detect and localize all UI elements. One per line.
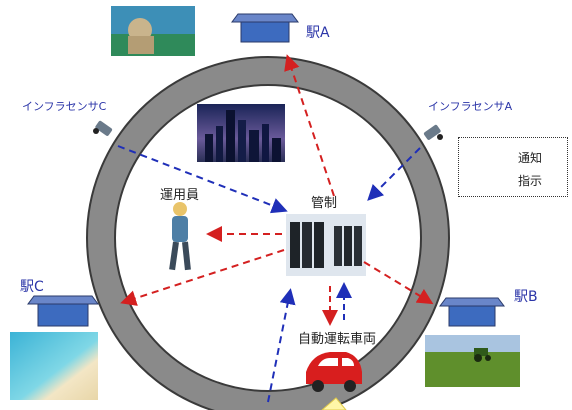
station-a-label: 駅A	[306, 25, 330, 41]
legend-notify-label: 通知	[518, 151, 543, 165]
legend-box	[458, 137, 568, 197]
sensor-a-label: インフラセンサA	[428, 100, 513, 113]
sensor-c-camera-icon	[93, 120, 113, 136]
control-server-image	[286, 214, 366, 276]
photo-statue	[111, 6, 195, 56]
station-a-icon	[231, 13, 299, 43]
station-b-icon	[439, 297, 505, 327]
legend-instruct-label: 指示	[518, 174, 543, 188]
arrow-control-to-station-a	[284, 54, 335, 197]
operator-person-icon	[169, 202, 191, 271]
station-c-label: 駅C	[20, 279, 44, 295]
station-b-label: 駅B	[514, 289, 538, 305]
arrow-control-to-station-b	[363, 261, 434, 305]
sensor-c-label: インフラセンサC	[22, 100, 107, 113]
arrow-track-to-control	[267, 288, 296, 403]
sensor-a-camera-icon	[423, 124, 443, 140]
vehicle-car-icon	[306, 352, 362, 392]
photo-field	[425, 335, 520, 387]
photo-city	[197, 104, 285, 162]
operator-label: 運用員	[160, 188, 200, 203]
arrow-sensor-c-to-control	[117, 145, 288, 214]
arrow-control-to-station-c	[120, 249, 285, 306]
photo-beach	[10, 332, 98, 400]
station-c-icon	[27, 295, 99, 327]
control-label: 管制	[311, 196, 338, 211]
track-ring-inner	[88, 58, 448, 410]
vehicle-label: 自動運転車両	[298, 332, 377, 347]
vehicle-sensor-beam	[321, 397, 347, 410]
